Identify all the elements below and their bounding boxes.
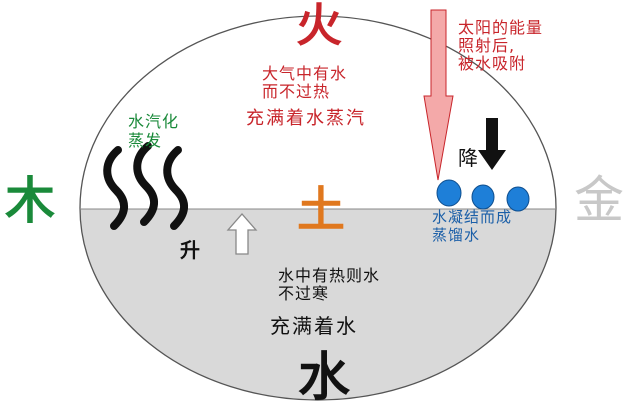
fire-element-label: 火 bbox=[296, 0, 342, 52]
sun-caption-line: 太阳的能量 bbox=[458, 18, 544, 37]
air-caption-line: 大气中有水 bbox=[262, 64, 348, 83]
sun-energy-arrow bbox=[423, 9, 454, 181]
evaporation-caption-line: 蒸发 bbox=[128, 131, 163, 150]
fall-arrow-icon bbox=[478, 118, 506, 170]
air-caption-line: 充满着水蒸汽 bbox=[246, 108, 366, 129]
water-droplet-icon bbox=[506, 186, 530, 212]
earth-oval-outline bbox=[79, 15, 557, 401]
sun-caption-line: 照射后, bbox=[458, 36, 516, 55]
water-caption-line: 充满着水 bbox=[270, 314, 358, 338]
vapor-wave-icon bbox=[133, 142, 158, 226]
water-droplet-icon bbox=[436, 179, 462, 207]
water-droplet-icon bbox=[471, 184, 495, 210]
rise-label: 升 bbox=[180, 238, 200, 262]
sun-caption-line: 被水吸附 bbox=[458, 54, 527, 73]
vapor-wave-icon bbox=[103, 146, 128, 230]
water-element-label: 水 bbox=[298, 347, 351, 408]
wood-element-label: 木 bbox=[5, 171, 55, 230]
earth-element-label: 土 bbox=[297, 182, 346, 238]
air-caption-line: 而不过热 bbox=[262, 82, 331, 101]
condensation-caption-line: 水凝结而成 bbox=[432, 208, 513, 226]
rise-arrow-icon bbox=[226, 213, 258, 255]
vapor-wave-icon bbox=[163, 146, 188, 230]
water-caption-line: 水中有热则水 bbox=[278, 266, 381, 285]
evaporation-caption-line: 水汽化 bbox=[128, 112, 180, 131]
metal-element-label: 金 bbox=[574, 171, 624, 229]
water-caption-line: 不过寒 bbox=[278, 284, 330, 303]
fall-label: 降 bbox=[458, 146, 478, 170]
condensation-caption-line: 蒸馏水 bbox=[432, 226, 481, 244]
